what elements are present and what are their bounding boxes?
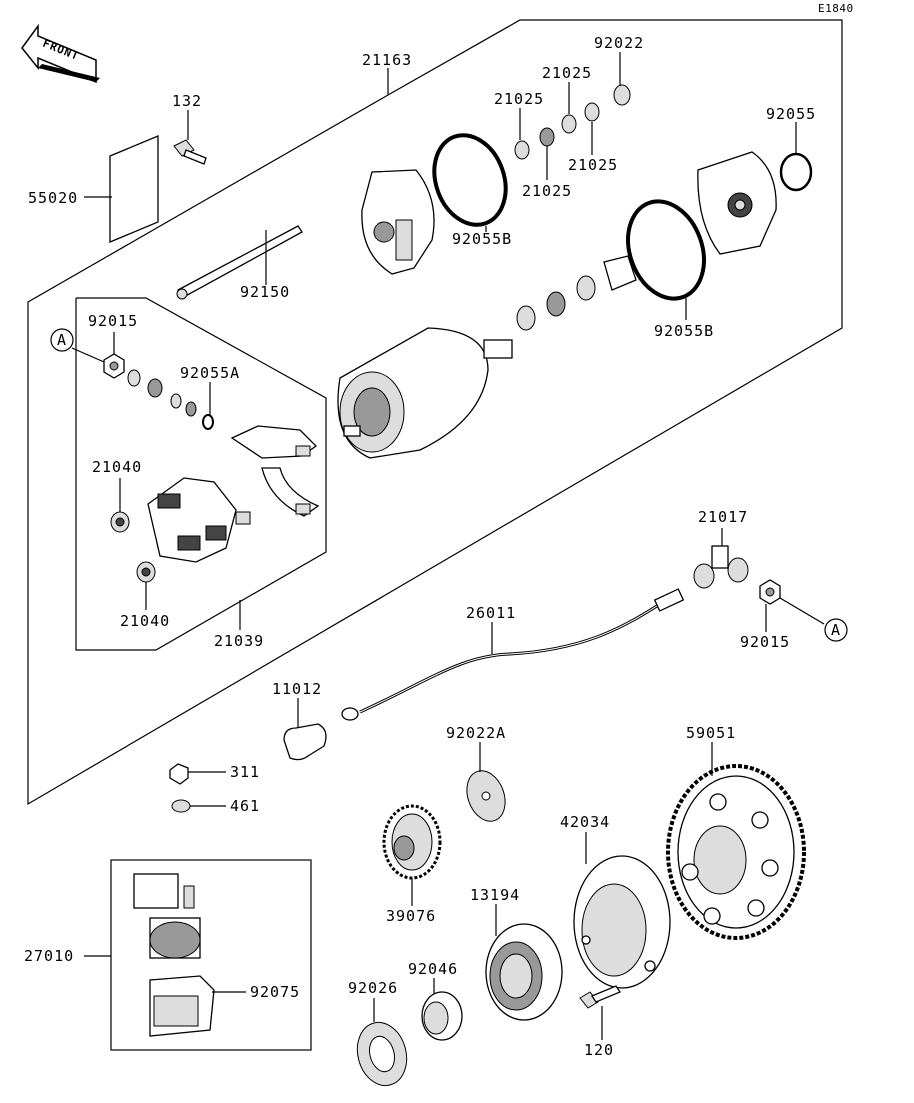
label-21025-b: 21025: [494, 90, 544, 108]
label-92026: 92026: [348, 979, 398, 997]
washer-461: [171, 799, 191, 813]
through-bolt-92150: [176, 225, 303, 300]
label-21163: 21163: [362, 51, 412, 69]
bolt-132: [173, 139, 207, 165]
label-92055B-top: 92055B: [452, 230, 512, 248]
nut-311: [169, 763, 189, 785]
cable-26011: [341, 588, 685, 721]
label-27010: 27010: [24, 947, 74, 965]
brush-holder: [147, 477, 251, 563]
boot-21017: [693, 545, 749, 589]
idler-gear-39076: [382, 804, 442, 880]
label-92015-left: 92015: [88, 312, 138, 330]
spring-21040-bottom: [136, 561, 156, 583]
label-92055: 92055: [766, 105, 816, 123]
washer-set-middle: [516, 255, 637, 331]
starter-gear-59051: [666, 764, 806, 940]
label-92015-right: 92015: [740, 633, 790, 651]
label-21017: 21017: [698, 508, 748, 526]
label-92075: 92075: [250, 983, 300, 1001]
bolt-120: [579, 985, 621, 1009]
relay-boot-92075: [149, 975, 215, 1037]
label-92022: 92022: [594, 34, 644, 52]
starter-relay: [133, 873, 201, 959]
ref-marker-right-label: A: [831, 621, 841, 639]
label-11012: 11012: [272, 680, 322, 698]
label-92055A: 92055A: [180, 364, 240, 382]
label-59051: 59051: [686, 724, 736, 742]
washer-set-21025: [514, 84, 631, 160]
nut-92015-right: [759, 579, 781, 605]
label-39076: 39076: [386, 907, 436, 925]
one-way-clutch-13194: [485, 923, 563, 1021]
label-13194: 13194: [470, 886, 520, 904]
label-21039: 21039: [214, 632, 264, 650]
leader-lines: [71, 52, 825, 1040]
label-26011: 26011: [466, 604, 516, 622]
label-21025-c: 21025: [568, 156, 618, 174]
ref-marker-left: A: [50, 328, 74, 352]
label-21025-d: 21025: [522, 182, 572, 200]
cap-11012: [283, 723, 327, 761]
label-21040-top: 21040: [92, 458, 142, 476]
label-120: 120: [584, 1041, 614, 1059]
needle-bearing-92046: [421, 991, 463, 1041]
label-92022A: 92022A: [446, 724, 506, 742]
starter-clutch-42034: [573, 855, 671, 989]
label-21025-a: 21025: [542, 64, 592, 82]
motor-yoke: [337, 327, 513, 459]
nut-92015-left: [103, 353, 125, 379]
brush-plate: [230, 425, 320, 517]
label-21040-bottom: 21040: [120, 612, 170, 630]
label-92150: 92150: [240, 283, 290, 301]
ref-marker-left-label: A: [57, 331, 67, 349]
gasket-55020: [109, 135, 159, 243]
spring-21040-top: [110, 511, 130, 533]
front-cover: [361, 169, 435, 275]
diagram-code: E1840: [818, 2, 854, 15]
label-461: 461: [230, 797, 260, 815]
label-55020: 55020: [28, 189, 78, 207]
label-92055B-right: 92055B: [654, 322, 714, 340]
rear-cover: [697, 151, 777, 255]
washer-92022A: [466, 770, 506, 822]
ref-marker-right: A: [824, 618, 848, 642]
label-42034: 42034: [560, 813, 610, 831]
label-132: 132: [172, 92, 202, 110]
washer-92026: [356, 1021, 408, 1087]
washers-brush-terminal: [127, 369, 214, 430]
label-311: 311: [230, 763, 260, 781]
label-92046: 92046: [408, 960, 458, 978]
front-arrow-icon: FRONT: [21, 23, 100, 84]
